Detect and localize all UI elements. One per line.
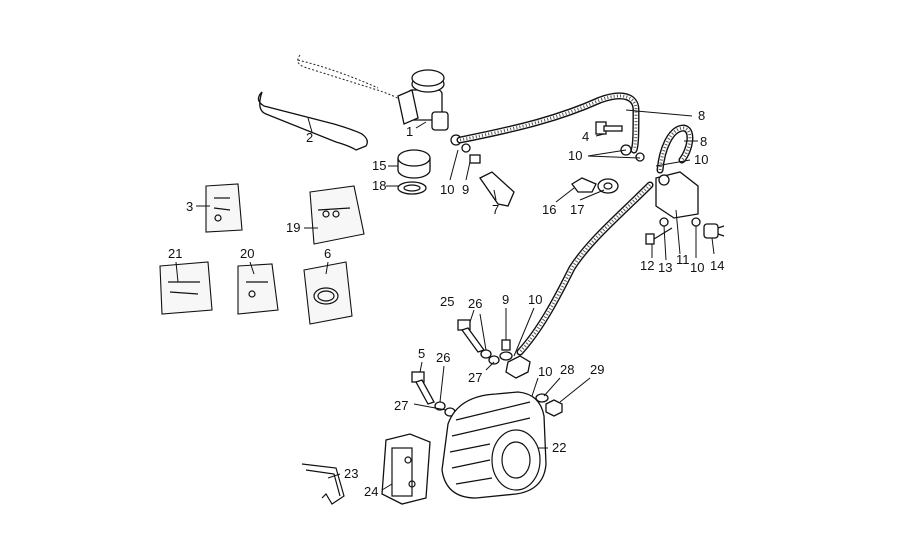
caliper-bolt-5 xyxy=(411,371,435,405)
nut-29 xyxy=(545,399,563,417)
callout-6: 6 xyxy=(324,246,331,261)
hose-grommet xyxy=(597,178,619,194)
callout-8-upper: 8 xyxy=(698,108,705,123)
parts-bag-20 xyxy=(237,263,279,315)
parts-bag-21 xyxy=(159,261,213,315)
hose-junction-block xyxy=(655,171,699,219)
brake-caliper xyxy=(441,391,547,499)
callout-16: 16 xyxy=(542,202,556,217)
reservoir-seal xyxy=(397,181,427,195)
callout-10-caliper-lower: 10 xyxy=(538,364,552,379)
brake-switch xyxy=(479,171,515,207)
brake-pads xyxy=(381,433,431,505)
callout-9-lower: 9 xyxy=(502,292,509,307)
parts-bag-3 xyxy=(205,183,243,233)
bleed-cap-28 xyxy=(535,393,549,403)
callout-10-caliper-upper: 10 xyxy=(528,292,542,307)
callout-28: 28 xyxy=(560,362,574,377)
callout-5: 5 xyxy=(418,346,425,361)
callout-22: 22 xyxy=(552,440,566,455)
brake-lever xyxy=(257,54,407,151)
junction-bolt xyxy=(645,227,673,245)
callout-9-upper: 9 xyxy=(462,182,469,197)
callout-23: 23 xyxy=(344,466,358,481)
lower-brake-hose xyxy=(516,181,654,356)
callout-1: 1 xyxy=(406,124,413,139)
pressure-switch xyxy=(691,217,725,239)
callout-4: 4 xyxy=(582,129,589,144)
callout-21: 21 xyxy=(168,246,182,261)
washer-26-upper xyxy=(480,349,492,359)
callout-25: 25 xyxy=(440,294,454,309)
callout-10-switch: 10 xyxy=(690,260,704,275)
leader-lines xyxy=(175,109,715,491)
caliper-bolt-25 xyxy=(457,319,486,353)
callout-10-bolt: 10 xyxy=(568,148,582,163)
junction-washer xyxy=(659,217,669,227)
callout-18: 18 xyxy=(372,178,386,193)
parts-bag-6 xyxy=(303,261,353,325)
callout-2: 2 xyxy=(306,130,313,145)
callout-3: 3 xyxy=(186,199,193,214)
callout-14: 14 xyxy=(710,258,724,273)
bleed-nipple xyxy=(499,339,513,361)
callout-26-upper: 26 xyxy=(468,296,482,311)
callout-26-lower: 26 xyxy=(436,350,450,365)
reservoir-cap xyxy=(397,149,431,179)
callout-20: 20 xyxy=(240,246,254,261)
callout-labels: 1 2 3 4 5 6 7 8 8 9 9 10 10 10 10 10 10 … xyxy=(168,108,724,499)
parts-bag-19 xyxy=(309,185,365,245)
upper-brake-hose xyxy=(456,92,640,154)
callout-27-lower: 27 xyxy=(394,398,408,413)
callout-17: 17 xyxy=(570,202,584,217)
callout-12: 12 xyxy=(640,258,654,273)
hose-end-fitting xyxy=(505,355,531,379)
callout-13: 13 xyxy=(658,260,672,275)
hose-clip xyxy=(571,177,597,193)
pad-spring xyxy=(301,463,345,505)
callout-27-upper: 27 xyxy=(468,370,482,385)
second-brake-hose xyxy=(656,124,694,174)
callout-7: 7 xyxy=(492,202,499,217)
callout-10-block: 10 xyxy=(694,152,708,167)
callout-11: 11 xyxy=(676,252,690,267)
callout-15: 15 xyxy=(372,158,386,173)
callout-29: 29 xyxy=(590,362,604,377)
callout-8-lower: 8 xyxy=(700,134,707,149)
callout-19: 19 xyxy=(286,220,300,235)
callout-24: 24 xyxy=(364,484,378,499)
master-cylinder xyxy=(397,69,449,131)
callout-10-cyl: 10 xyxy=(440,182,454,197)
